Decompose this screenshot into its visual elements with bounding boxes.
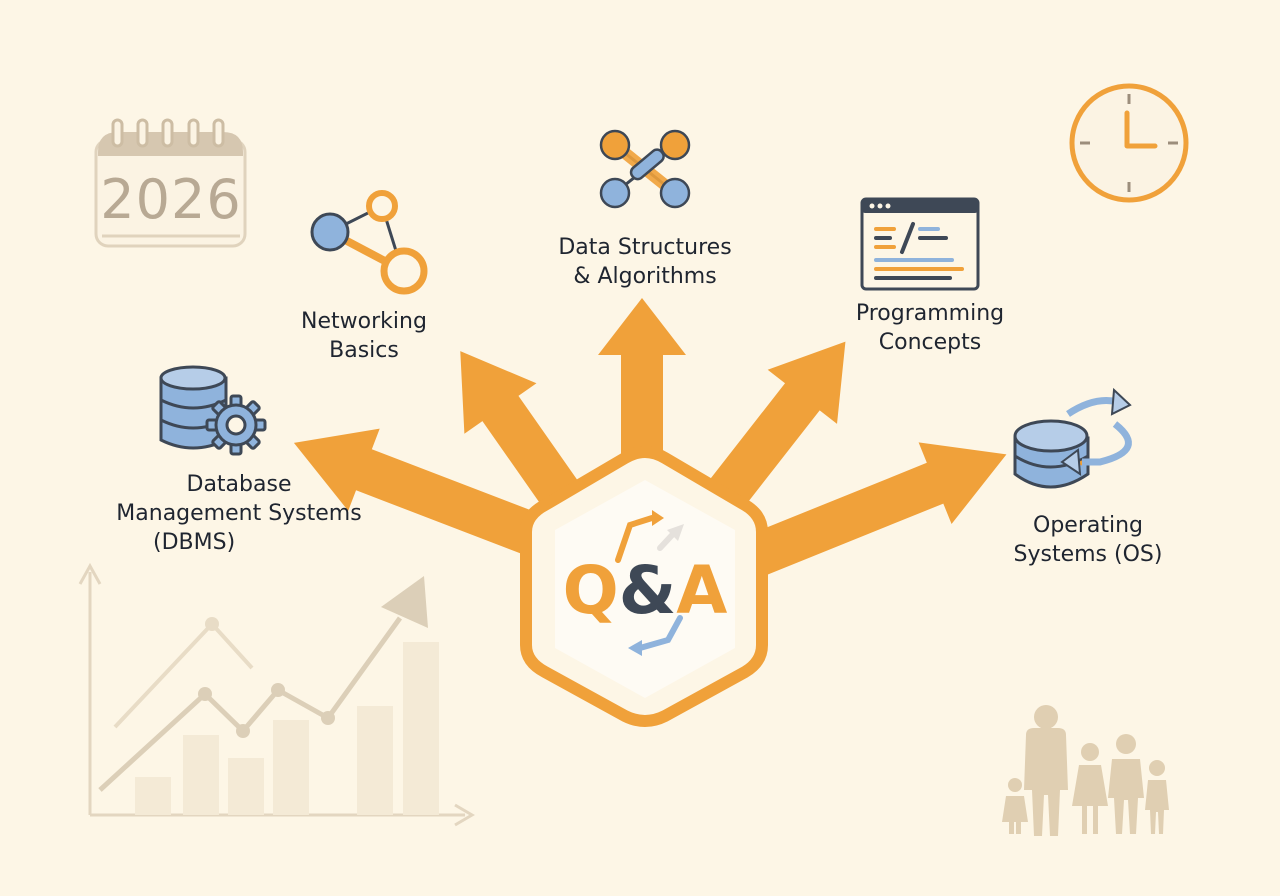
topic-label-dsa: Data Structures & Algorithms	[540, 233, 750, 291]
qa-a-letter: A	[676, 552, 728, 629]
linked-nodes-icon	[599, 129, 691, 209]
topic-label-line: Operating	[1033, 513, 1143, 538]
network-nodes-icon	[310, 190, 428, 295]
topic-label-os: Operating Systems (OS)	[1000, 511, 1176, 569]
growth-chart-icon	[78, 562, 475, 827]
calendar-icon	[94, 118, 247, 248]
os-sync-icon	[1013, 387, 1132, 489]
topic-label-line: Programming	[855, 301, 1005, 326]
qa-q-letter: Q	[562, 552, 619, 629]
topic-label-line: Networking	[301, 309, 427, 334]
qa-hub-label: Q&A	[545, 552, 745, 629]
database-gear-icon	[159, 365, 267, 456]
code-window-icon	[860, 197, 980, 291]
arrow-to-dsa	[598, 298, 686, 500]
arrow-to-os	[736, 442, 1007, 581]
qa-ampersand: &	[618, 552, 677, 629]
topic-label-line: Concepts	[878, 330, 982, 355]
topic-label-dbms: Database Management Systems (DBMS)	[110, 470, 368, 557]
topic-label-line: Management Systems	[116, 501, 362, 526]
clock-icon	[1069, 83, 1189, 203]
topic-label-line: & Algorithms	[573, 264, 717, 289]
topic-label-networking: Networking Basics	[284, 307, 444, 365]
topic-label-line: (DBMS)	[153, 530, 236, 555]
arrow-to-programming	[692, 341, 846, 529]
topic-label-line: Data Structures	[558, 235, 732, 260]
topic-label-line: Systems (OS)	[1013, 542, 1163, 567]
swirl-arrows-icon	[615, 510, 684, 656]
topic-label-line: Basics	[329, 338, 399, 363]
topic-label-programming: Programming Concepts	[838, 299, 1022, 357]
qa-hub	[520, 446, 768, 727]
calendar-year: 2026	[100, 168, 242, 231]
arrows-group	[293, 298, 1007, 581]
arrow-to-networking	[460, 351, 594, 528]
topic-label-line: Database	[186, 472, 292, 497]
arrow-to-dbms	[293, 428, 568, 566]
family-silhouette-icon	[1002, 705, 1169, 836]
